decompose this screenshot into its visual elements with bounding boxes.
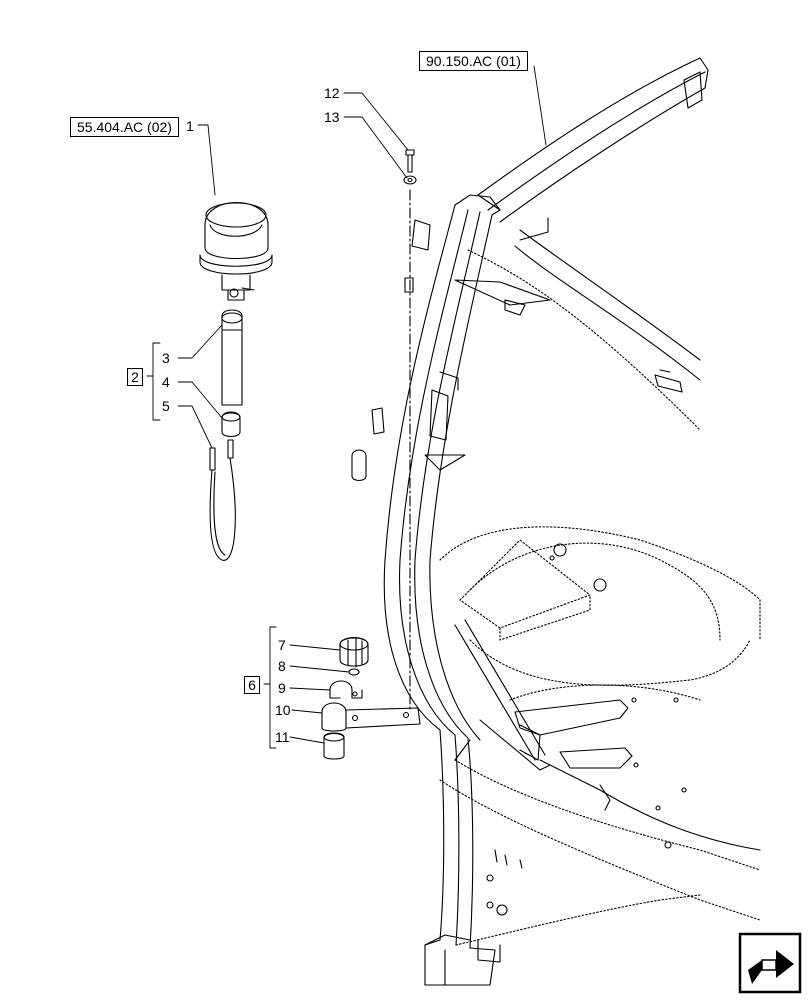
sleeve [323, 732, 345, 760]
callout-9: 9 [278, 680, 286, 696]
callout-5: 5 [162, 398, 170, 414]
callout-4: 4 [162, 374, 170, 390]
callout-8: 8 [278, 658, 286, 674]
mounting-tube [221, 309, 243, 406]
bracket [321, 702, 421, 732]
bolt [405, 149, 415, 173]
beacon-lamp [199, 201, 273, 301]
frame-reference-label[interactable]: 90.150.AC (01) [419, 51, 528, 71]
callout-11: 11 [275, 729, 290, 745]
leader-lines [146, 65, 547, 749]
wiring-harness [209, 439, 236, 561]
callout-12: 12 [324, 85, 340, 101]
washer [403, 175, 417, 185]
small-washer [348, 668, 360, 676]
next-page-arrow-icon[interactable] [738, 932, 802, 994]
callout-10: 10 [275, 702, 291, 718]
callout-7: 7 [278, 637, 286, 653]
callout-1: 1 [186, 118, 194, 134]
cap [339, 636, 369, 668]
beacon-reference-label[interactable]: 55.404.AC (02) [70, 117, 179, 137]
group-callout-6: 6 [244, 676, 260, 694]
callout-3: 3 [162, 350, 170, 366]
cab-frame [351, 57, 761, 986]
spacer [221, 411, 241, 438]
clamp [329, 680, 363, 699]
callout-13: 13 [324, 109, 340, 125]
group-callout-2: 2 [127, 368, 143, 386]
